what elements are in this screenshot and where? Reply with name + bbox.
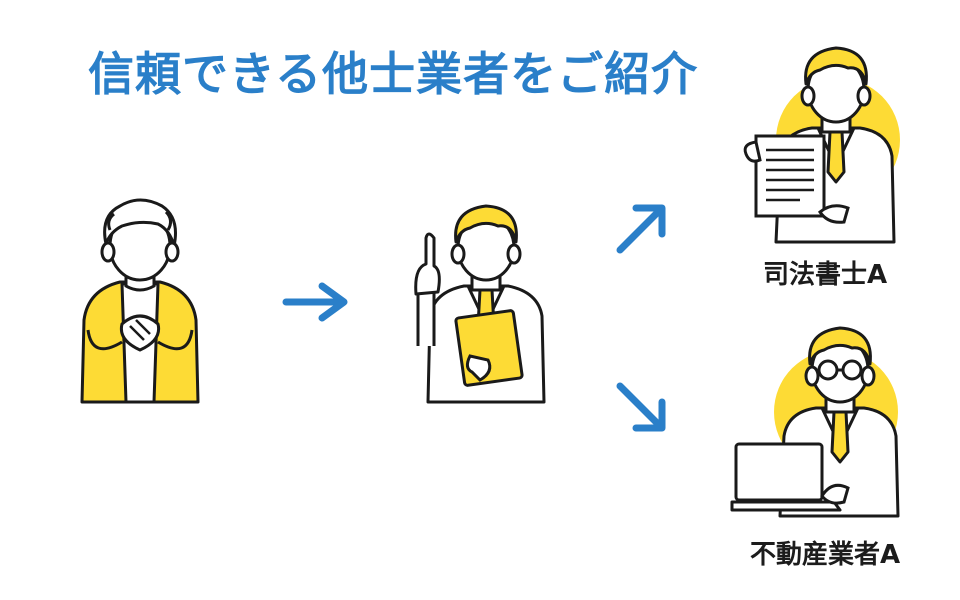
elderly-woman-icon <box>80 198 200 404</box>
realtor-with-laptop-icon <box>730 326 900 518</box>
scrivener-with-document-icon <box>743 46 900 244</box>
page-title: 信頼できる他士業者をご紹介 <box>88 47 699 101</box>
arrow-down-right-icon <box>614 380 670 436</box>
advisor-figure <box>408 196 558 406</box>
arrow-up-right-icon <box>614 200 670 256</box>
scrivener-figure <box>740 36 910 246</box>
realtor-label: 不動産業者A <box>749 540 901 570</box>
consultant-man-icon <box>414 204 546 404</box>
scrivener-label: 司法書士A <box>762 260 888 290</box>
realtor-figure <box>730 320 920 520</box>
client-figure <box>70 190 210 406</box>
arrow-right-icon <box>282 282 352 322</box>
